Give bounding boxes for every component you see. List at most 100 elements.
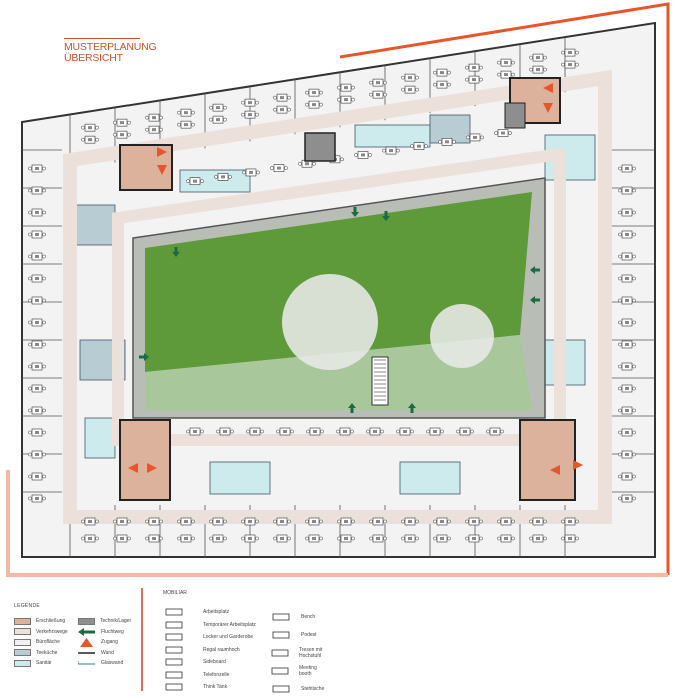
- desk-cluster: [618, 428, 636, 437]
- desk-cluster: [337, 517, 355, 526]
- furniture-item: Arbeitsplatz: [163, 606, 256, 619]
- desk-cluster: [28, 340, 46, 349]
- desk-cluster: [618, 252, 636, 261]
- escape-arrows: [139, 207, 540, 413]
- desk-cluster: [273, 517, 291, 526]
- sideboard-icon: [163, 658, 185, 666]
- legend-label: Fluchtweg: [101, 628, 124, 635]
- legend-label: Teeküche: [36, 649, 58, 656]
- desks-layer: [28, 48, 636, 543]
- furniture-item: Locker und Garderobe: [163, 631, 256, 644]
- legend-label: Verkehrswege: [36, 628, 68, 635]
- desk-cluster: [306, 427, 324, 436]
- title-line-1: MUSTERPLANUNG: [64, 41, 157, 53]
- desk-cluster: [305, 100, 323, 109]
- furniture-item: Bench: [269, 608, 324, 626]
- desk-cluster: [81, 534, 99, 543]
- legend-divider: [141, 588, 143, 691]
- desk-cluster: [177, 120, 195, 129]
- desk-cluster: [186, 427, 204, 436]
- desk-cluster: [241, 517, 259, 526]
- legend: LEGENDE Erschließung Verkehrswege Bürofl…: [14, 603, 131, 667]
- desk-cluster: [497, 517, 515, 526]
- desk-cluster: [497, 534, 515, 543]
- desk-cluster: [529, 534, 547, 543]
- desk-cluster: [433, 517, 451, 526]
- swatch-erschliessung: [14, 617, 31, 625]
- furniture-label: Telefonzelle: [203, 671, 230, 678]
- desk-cluster: [113, 534, 131, 543]
- desk-cluster: [465, 63, 483, 72]
- desk-cluster: [465, 534, 483, 543]
- legend-label: Sanitär: [36, 660, 52, 667]
- access-triangle-icon: [80, 637, 93, 647]
- desk-cluster: [618, 164, 636, 173]
- desk-cluster: [618, 186, 636, 195]
- desk-cluster: [305, 534, 323, 543]
- access-triangle-icon: [128, 463, 138, 473]
- title-rule: [64, 38, 140, 39]
- desk-cluster: [186, 177, 204, 186]
- desk-cluster: [81, 135, 99, 144]
- corridor-ring: [63, 69, 612, 524]
- furniture-label: Podest: [301, 632, 317, 638]
- access-triangle-icon: [543, 83, 553, 93]
- desk-cluster: [497, 58, 515, 67]
- desk-cluster: [145, 534, 163, 543]
- legend-col-1: Erschließung Verkehrswege Bürofläche Tee…: [14, 616, 68, 669]
- furniture-label: Arbeitsplatz: [203, 609, 230, 616]
- furniture-item: Podest: [269, 626, 324, 644]
- desk-cluster: [369, 534, 387, 543]
- desk-cluster: [242, 168, 260, 177]
- desk-cluster: [618, 208, 636, 217]
- title-line-2: ÜBERSICHT: [64, 52, 123, 64]
- legend-label: Zugang: [101, 639, 118, 646]
- desk-cluster: [28, 362, 46, 371]
- desk-cluster: [465, 517, 483, 526]
- legend-item: Zugang: [78, 637, 131, 648]
- desk-cluster: [305, 88, 323, 97]
- desk-cluster: [209, 115, 227, 124]
- desk-cluster: [28, 406, 46, 415]
- desk-cluster: [28, 450, 46, 459]
- service-room: [399, 461, 461, 495]
- desk-cluster: [270, 164, 288, 172]
- desk-cluster: [81, 123, 99, 132]
- desk-cluster: [113, 517, 131, 526]
- furniture-label: Regal raumhoch: [203, 646, 240, 653]
- wall-line-icon: [78, 652, 95, 654]
- desk-cluster: [618, 472, 636, 481]
- swatch-verkehrswege: [14, 628, 31, 636]
- desk-cluster: [401, 85, 419, 94]
- desk-cluster: [369, 517, 387, 526]
- tree-canopy: [282, 274, 378, 370]
- desk-cluster: [298, 159, 316, 168]
- desk-cluster: [401, 534, 419, 543]
- furniture-label: Locker und Garderobe: [203, 634, 254, 641]
- phone-booth-icon: [163, 671, 185, 679]
- access-triangle-icon: [550, 465, 560, 475]
- furniture-item: Tresen mit Hochstuhl: [269, 644, 324, 662]
- desk-cluster: [209, 517, 227, 526]
- think-tank-icon: [163, 683, 185, 691]
- desk-cluster: [241, 110, 259, 119]
- furniture-item: Telefonzelle: [163, 669, 256, 682]
- desk-cluster: [81, 517, 99, 526]
- escape-arrow-icon: [530, 296, 540, 304]
- desk-cluster: [177, 517, 195, 526]
- desk-cluster: [216, 427, 234, 436]
- desk-cluster: [410, 142, 428, 150]
- stair-core: [119, 77, 576, 501]
- counter-icon: [269, 647, 291, 659]
- desk-cluster: [561, 60, 579, 69]
- frame-pink: [6, 470, 668, 577]
- desk-cluster: [241, 534, 259, 543]
- legend-item: Sanitär: [14, 658, 68, 669]
- escape-arrow-icon: [530, 266, 540, 274]
- furniture-item: Think Tank: [163, 681, 256, 694]
- desk-cluster: [28, 472, 46, 481]
- floor-plan: [6, 2, 670, 577]
- furniture-label: Temporärer Arbeitsplatz: [203, 621, 256, 628]
